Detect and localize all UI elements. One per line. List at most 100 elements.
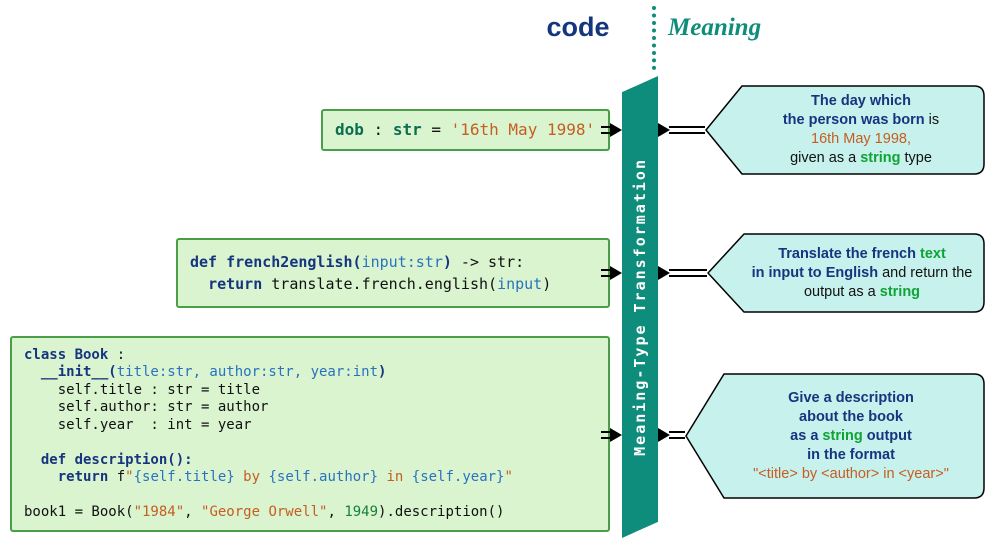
- code-token: f: [108, 469, 126, 485]
- meaning-line: about the book: [726, 408, 976, 427]
- code-token: ): [378, 364, 387, 380]
- code-line: self.title : str = title: [24, 382, 608, 400]
- code-token: {self.year}: [411, 469, 505, 485]
- arrowhead-icon: [610, 428, 622, 442]
- meaning-segment: and return the: [878, 264, 973, 281]
- code-token: [24, 434, 32, 450]
- meaning-line: Translate the french text: [748, 245, 976, 264]
- code-token: self.year : int = year: [24, 416, 252, 433]
- code-token: self.title : str = title: [24, 381, 261, 398]
- code-column-label: code: [546, 12, 610, 42]
- meaning-line: given as a string type: [746, 149, 976, 168]
- connector-line: [669, 431, 685, 439]
- arrowhead-icon: [658, 123, 670, 137]
- code-token: [24, 469, 58, 485]
- code-token: [24, 364, 41, 380]
- meaning-segment: as a: [790, 427, 823, 444]
- code-token: :: [363, 120, 393, 139]
- meaning-segment: about the book: [799, 408, 903, 425]
- meaning-segment: the person was born: [782, 112, 925, 128]
- code-token: class: [24, 346, 75, 363]
- code-box-french2english: def french2english(input:str) -> str: re…: [176, 238, 610, 308]
- code-line: return f"{self.title} by {self.author} i…: [24, 469, 608, 487]
- arrowhead-icon: [610, 266, 622, 280]
- code-token: def: [190, 253, 227, 271]
- code-token: {self.author}: [268, 469, 379, 485]
- code-token: -> str:: [451, 253, 525, 271]
- bubble-shape: [705, 85, 985, 175]
- bubble-shape: [707, 233, 985, 313]
- meaning-segment: "<title> by <author> in <year>": [753, 465, 949, 482]
- meaning-line: the person was born is: [746, 111, 976, 130]
- meaning-segment: The day which: [811, 93, 911, 109]
- code-token: in: [378, 469, 412, 485]
- connector-line: [601, 431, 611, 439]
- meaning-line: "<title> by <author> in <year>": [726, 465, 976, 484]
- meaning-line: in the format: [726, 446, 976, 465]
- arrowhead-icon: [610, 123, 622, 137]
- transformation-banner-label: Meaning-Type Transformation: [631, 158, 649, 456]
- code-line: class Book :: [24, 347, 608, 365]
- code-line: self.author: str = author: [24, 399, 608, 417]
- code-token: str: [392, 120, 422, 139]
- code-token: [190, 275, 208, 293]
- transformation-banner: Meaning-Type Transformation: [622, 76, 658, 538]
- code-token: by: [234, 469, 269, 485]
- meaning-segment: is: [924, 112, 940, 128]
- code-token: '16th May 1998': [450, 120, 596, 139]
- meaning-segment: output as a: [803, 283, 880, 300]
- code-line: [24, 434, 608, 452]
- code-line: def description():: [24, 452, 608, 470]
- code-token: input: [497, 275, 543, 293]
- arrowhead-icon: [658, 266, 670, 280]
- connector-line: [669, 269, 707, 277]
- code-token: Book: [74, 346, 109, 363]
- meaning-segment: output: [862, 427, 912, 444]
- meaning-segment: type: [900, 150, 932, 166]
- meaning-bubble-text: Give a description about the book as a str…: [726, 372, 976, 500]
- code-line: return translate.french.english(input): [190, 273, 608, 295]
- code-line: dob : str = '16th May 1998': [335, 120, 608, 140]
- meaning-line: The day which: [746, 92, 976, 111]
- code-token: ,: [184, 504, 202, 520]
- code-line: self.year : int = year: [24, 417, 608, 435]
- connector-line: [601, 269, 611, 277]
- code-token: :: [108, 346, 126, 363]
- meaning-line: in input to English and return the: [748, 264, 976, 283]
- connector-line: [669, 126, 705, 134]
- meaning-segment: 16th May 1998,: [811, 131, 911, 147]
- code-token: ): [542, 275, 552, 293]
- code-token: 1949: [344, 504, 379, 520]
- code-token: "1984": [133, 504, 185, 520]
- code-token: def: [40, 451, 75, 468]
- code-token: french2english(: [226, 253, 362, 271]
- meaning-segment: given as a: [790, 150, 861, 166]
- meaning-segment: text: [920, 245, 946, 262]
- code-token: self.author: str = author: [24, 399, 269, 415]
- code-box-dob: dob : str = '16th May 1998': [321, 109, 610, 151]
- meaning-segment: string: [822, 427, 863, 444]
- code-line: book1 = Book("1984", "George Orwell", 19…: [24, 504, 608, 522]
- code-token: [24, 487, 32, 503]
- meaning-segment: Translate the french: [778, 245, 921, 262]
- meaning-line: as a string output: [726, 427, 976, 446]
- meaning-line: Give a description: [726, 389, 976, 408]
- meaning-line: 16th May 1998,: [746, 130, 976, 149]
- code-token: ": [504, 469, 513, 485]
- meaning-segment: string: [879, 283, 921, 300]
- code-token: description():: [74, 451, 193, 468]
- code-token: return: [208, 275, 263, 293]
- code-token: input:str: [361, 253, 443, 271]
- code-token: {self.title}: [133, 469, 235, 485]
- code-token: ,: [327, 504, 345, 520]
- meaning-segment: in input to English: [751, 264, 879, 281]
- meaning-segment: string: [860, 150, 901, 166]
- code-token: ).description(): [378, 504, 505, 520]
- meaning-segment: Give a description: [788, 389, 914, 406]
- code-token: __init__(: [40, 364, 117, 380]
- code-token: dob: [335, 120, 364, 139]
- meaning-segment: in the format: [807, 446, 895, 463]
